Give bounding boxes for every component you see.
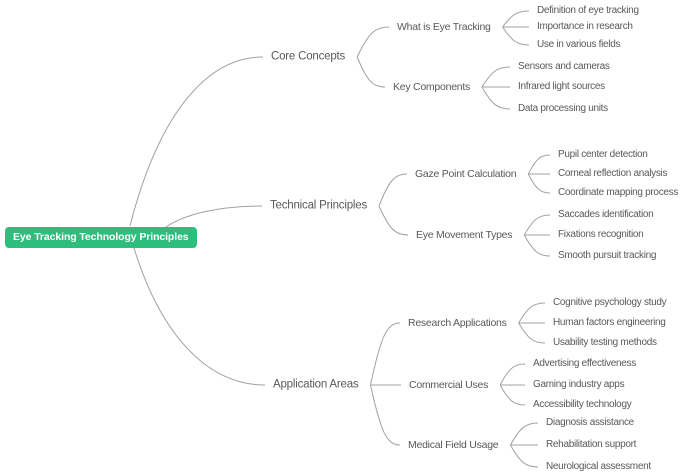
leaf-cognitive-psychology-study[interactable]: Cognitive psychology study bbox=[553, 297, 667, 308]
leaf-rehabilitation-support[interactable]: Rehabilitation support bbox=[546, 439, 637, 450]
node-technical-principles[interactable]: Technical Principles bbox=[270, 199, 367, 212]
leaf-infrared-light-sources[interactable]: Infrared light sources bbox=[518, 81, 605, 92]
leaf-corneal-reflection-analysis[interactable]: Corneal reflection analysis bbox=[558, 168, 668, 179]
node-commercial-uses[interactable]: Commercial Uses bbox=[409, 378, 489, 391]
leaf-importance-in-research[interactable]: Importance in research bbox=[537, 21, 633, 32]
leaf-advertising-effectiveness[interactable]: Advertising effectiveness bbox=[533, 358, 636, 369]
leaf-neurological-assessment[interactable]: Neurological assessment bbox=[546, 461, 651, 472]
node-gaze-point-calculation[interactable]: Gaze Point Calculation bbox=[415, 167, 517, 180]
node-key-components[interactable]: Key Components bbox=[393, 80, 471, 93]
leaf-coordinate-mapping-process[interactable]: Coordinate mapping process bbox=[558, 187, 679, 198]
node-application-areas[interactable]: Application Areas bbox=[273, 378, 359, 391]
leaf-definition-of-eye-tracking[interactable]: Definition of eye tracking bbox=[537, 5, 639, 16]
leaf-sensors-and-cameras[interactable]: Sensors and cameras bbox=[518, 61, 610, 72]
root-node[interactable]: Eye Tracking Technology Principles bbox=[5, 227, 197, 248]
node-what-is-eye-tracking[interactable]: What is Eye Tracking bbox=[397, 20, 491, 33]
leaf-smooth-pursuit-tracking[interactable]: Smooth pursuit tracking bbox=[558, 250, 657, 261]
leaf-fixations-recognition[interactable]: Fixations recognition bbox=[558, 229, 644, 240]
leaf-data-processing-units[interactable]: Data processing units bbox=[518, 103, 608, 114]
node-medical-field-usage[interactable]: Medical Field Usage bbox=[408, 438, 499, 451]
node-core-concepts[interactable]: Core Concepts bbox=[271, 50, 346, 63]
leaf-human-factors-engineering[interactable]: Human factors engineering bbox=[553, 317, 666, 328]
leaf-usability-testing-methods[interactable]: Usability testing methods bbox=[553, 337, 657, 348]
leaf-accessibility-technology[interactable]: Accessibility technology bbox=[533, 399, 632, 410]
node-eye-movement-types[interactable]: Eye Movement Types bbox=[416, 228, 513, 241]
leaf-pupil-center-detection[interactable]: Pupil center detection bbox=[558, 149, 648, 160]
leaf-saccades-identification[interactable]: Saccades identification bbox=[558, 209, 654, 220]
leaf-use-in-various-fields[interactable]: Use in various fields bbox=[537, 39, 621, 50]
leaf-diagnosis-assistance[interactable]: Diagnosis assistance bbox=[546, 417, 634, 428]
node-research-applications[interactable]: Research Applications bbox=[408, 316, 507, 329]
leaf-gaming-industry-apps[interactable]: Gaming industry apps bbox=[533, 379, 625, 390]
